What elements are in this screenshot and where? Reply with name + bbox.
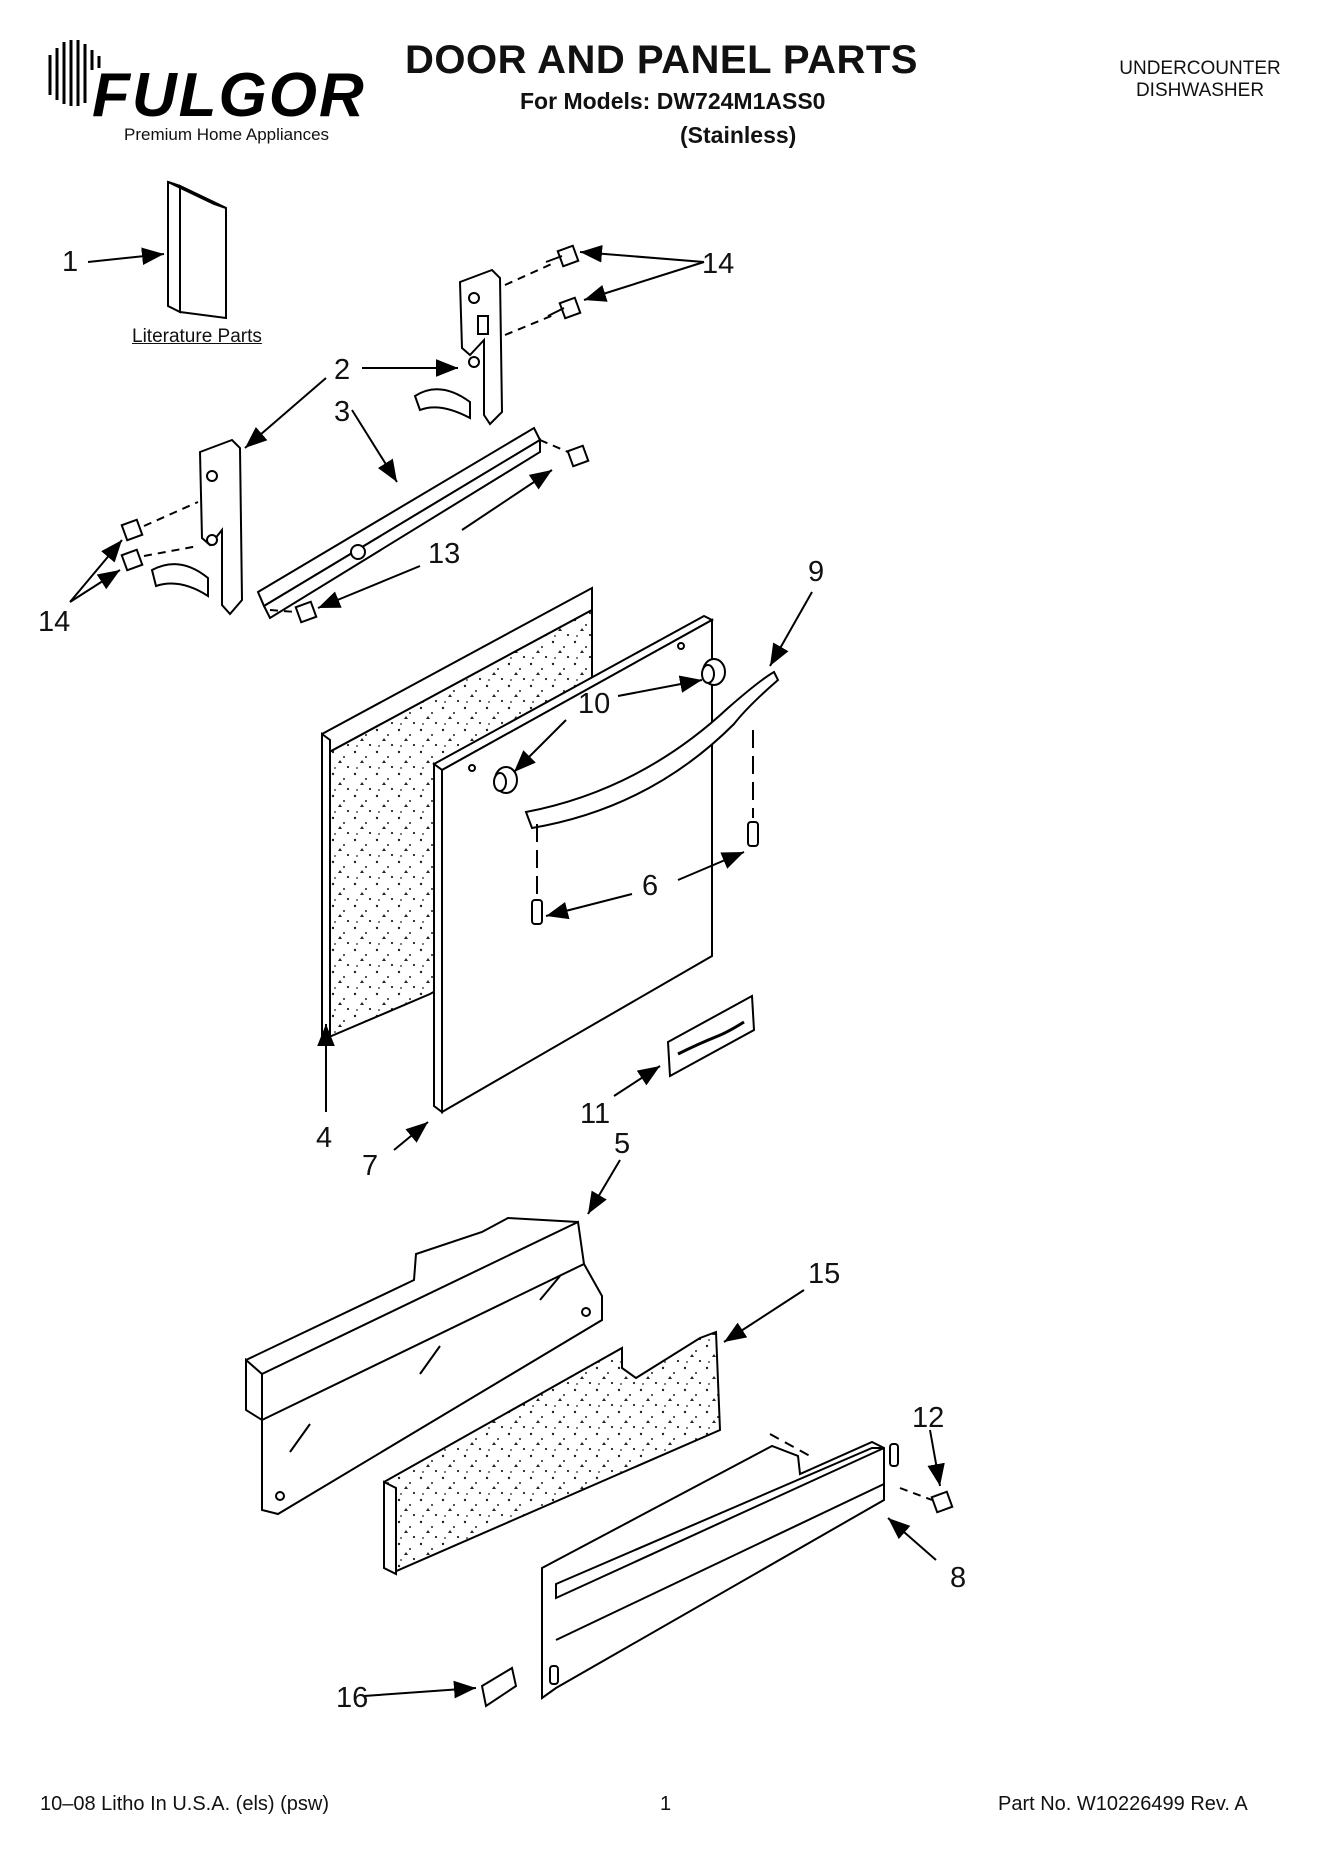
callout-14-left: 14: [38, 606, 71, 638]
screw-part-14-top: [545, 244, 582, 320]
callout-5: 5: [614, 1128, 631, 1160]
page-title: DOOR AND PANEL PARTS: [405, 38, 918, 82]
callout-6: 6: [642, 870, 659, 902]
callout-2: 2: [334, 354, 351, 386]
nameplate-badge-part-11: [666, 994, 756, 1078]
part-number: Part No. W10226499 Rev. A: [998, 1793, 1248, 1815]
callout-8: 8: [950, 1562, 967, 1594]
callout-14-top: 14: [702, 248, 735, 280]
literature-parts-caption: Literature Parts: [132, 326, 262, 347]
stud-part-6: [531, 821, 759, 925]
standoff-part-10: [493, 658, 726, 794]
callout-9: 9: [808, 556, 825, 588]
callout-12: 12: [912, 1402, 945, 1434]
callout-4: 4: [316, 1122, 333, 1154]
callout-15: 15: [808, 1258, 841, 1290]
door-outer-panel-part-7: [432, 614, 715, 1114]
hinge-bracket-left: [150, 438, 244, 616]
product-type-line2: DISHWASHER: [1135, 80, 1265, 101]
callout-13: 13: [428, 538, 461, 570]
lower-insulation-part-15: [383, 1330, 722, 1576]
brand-logo-text: FULGOR: [92, 61, 366, 130]
clip-part-16: [480, 1666, 518, 1708]
callout-1: 1: [62, 246, 79, 278]
handle-part-9: [524, 670, 780, 830]
screw-part-13: [294, 444, 590, 624]
brand-tagline: Premium Home Appliances: [124, 125, 330, 144]
callout-7: 7: [362, 1150, 379, 1182]
screw-part-14-left: [120, 518, 144, 572]
callout-3: 3: [334, 396, 351, 428]
product-type-line1: UNDERCOUNTER: [1119, 58, 1281, 79]
callout-16: 16: [336, 1682, 369, 1714]
callout-10: 10: [578, 688, 611, 720]
support-rail-part-3: [256, 426, 542, 620]
print-info: 10–08 Litho In U.S.A. (els) (psw): [40, 1793, 330, 1815]
page-number: 1: [660, 1793, 672, 1815]
model-number: For Models: DW724M1ASS0: [520, 88, 826, 114]
toe-kick-panel-part-8: [541, 1440, 899, 1700]
fulgor-logo-mark: [48, 40, 101, 106]
callout-11: 11: [580, 1098, 611, 1130]
lower-panel-bracket-part-5: [245, 1216, 603, 1516]
hinge-bracket-right: [413, 268, 504, 426]
model-finish: (Stainless): [680, 122, 797, 148]
literature-book-part: [167, 180, 227, 320]
screw-part-12: [930, 1490, 954, 1514]
callout-line-1: [87, 247, 165, 266]
